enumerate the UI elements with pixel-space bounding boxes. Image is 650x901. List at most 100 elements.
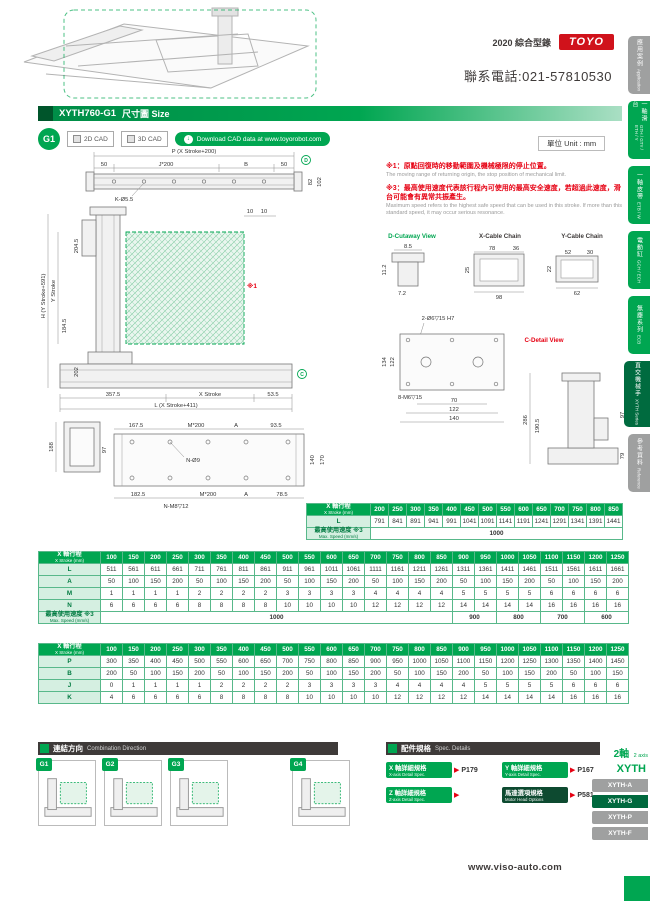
value-cell: 50 bbox=[100, 575, 123, 588]
bottom-view: 167.5 M*200 A 93.5 N-Ø9 140 170 182.5 M*… bbox=[113, 423, 326, 510]
dim-label: 78 bbox=[489, 246, 495, 252]
stroke-column-header: 1200 bbox=[584, 643, 607, 656]
value-cell: 1 bbox=[166, 679, 189, 692]
dim-label: 170 bbox=[320, 455, 326, 465]
series-tab-xyth-p[interactable]: XYTH-P bbox=[592, 811, 648, 824]
value-cell: 200 bbox=[452, 667, 475, 680]
value-cell: 14 bbox=[540, 691, 563, 704]
c-detail-view: 2-Ø6▽15 H7 134 122 8-M6▽15 70 122 140 C-… bbox=[382, 316, 564, 423]
value-cell: 1141 bbox=[496, 515, 515, 528]
value-cell: 200 bbox=[606, 575, 629, 588]
value-cell: 6 bbox=[166, 691, 189, 704]
website-link[interactable]: www.viso-auto.com bbox=[468, 862, 562, 873]
note-1-zh: ※1：原點回復時的移動範圍及機械極限的停止位置。 bbox=[386, 163, 551, 170]
value-cell: 2 bbox=[232, 587, 255, 600]
dim-label: 79 bbox=[620, 453, 626, 459]
value-cell: 900 bbox=[364, 655, 387, 668]
cad-download-button[interactable]: ↓ Download CAD data at www.toyorobot.com bbox=[174, 132, 331, 146]
value-cell: 12 bbox=[386, 599, 409, 612]
stroke-column-header: 850 bbox=[604, 503, 623, 516]
stroke-column-header: 1100 bbox=[540, 551, 563, 564]
value-cell: 1511 bbox=[540, 563, 563, 576]
value-cell: 150 bbox=[232, 575, 255, 588]
value-cell: 200 bbox=[100, 667, 123, 680]
value-cell: 16 bbox=[584, 691, 607, 704]
sidebar-tab-label-zh: 直交機械手 bbox=[633, 362, 640, 398]
stroke-column-header: 800 bbox=[408, 643, 431, 656]
dim-label: L (X Stroke+411) bbox=[154, 403, 197, 409]
combination-option-g4[interactable]: G4 bbox=[290, 758, 350, 826]
stroke-column-header: 850 bbox=[430, 643, 453, 656]
combination-option-g2[interactable]: G2 bbox=[102, 758, 162, 826]
value-cell: 911 bbox=[276, 563, 299, 576]
catalog-edition: 2020 綜合型錄 bbox=[492, 37, 552, 48]
row-label: L bbox=[306, 515, 371, 528]
value-cell: 1350 bbox=[562, 655, 585, 668]
value-cell: 4 bbox=[100, 691, 123, 704]
combination-option-g3[interactable]: G3 bbox=[168, 758, 228, 826]
cad-3d-button[interactable]: 3D CAD bbox=[120, 131, 168, 147]
row-label: N bbox=[38, 599, 101, 612]
series-tab-xyth-f[interactable]: XYTH-F bbox=[592, 827, 648, 840]
row-label: M bbox=[38, 587, 101, 600]
value-cell: 50 bbox=[210, 667, 233, 680]
row-label: P bbox=[38, 655, 101, 668]
spec-label-en: X-axis Detail Spec. bbox=[389, 772, 426, 777]
value-cell: 511 bbox=[100, 563, 123, 576]
max-speed-value: 900 bbox=[452, 611, 497, 624]
row-label: A bbox=[38, 575, 101, 588]
value-cell: 50 bbox=[276, 575, 299, 588]
dim-label: X Stroke bbox=[199, 392, 221, 398]
max-speed-value: 700 bbox=[540, 611, 585, 624]
stroke-column-header: 150 bbox=[122, 643, 145, 656]
value-cell: 1661 bbox=[606, 563, 629, 576]
series-tab-xyth-a[interactable]: XYTH-A bbox=[592, 779, 648, 792]
stroke-column-header: 550 bbox=[298, 551, 321, 564]
x-cable-chain-view: X-Cable Chain 78 36 25 98 bbox=[465, 233, 525, 301]
label-zh: X 軸行程 bbox=[326, 503, 351, 510]
stroke-column-header: 1250 bbox=[606, 551, 629, 564]
dim-label: 10 bbox=[261, 209, 267, 215]
value-cell: 791 bbox=[370, 515, 389, 528]
value-cell: 100 bbox=[144, 667, 167, 680]
cad-2d-button[interactable]: 2D CAD bbox=[67, 131, 114, 147]
stroke-column-header: 1250 bbox=[606, 643, 629, 656]
value-cell: 16 bbox=[562, 691, 585, 704]
stroke-column-header: 700 bbox=[364, 551, 387, 564]
value-cell: 3 bbox=[342, 679, 365, 692]
stroke-column-header: 1050 bbox=[518, 551, 541, 564]
stroke-column-header: 900 bbox=[452, 551, 475, 564]
combination-option-g1[interactable]: G1 bbox=[36, 758, 96, 826]
value-cell: 4 bbox=[386, 587, 409, 600]
value-cell: 350 bbox=[122, 655, 145, 668]
stroke-column-header: 300 bbox=[188, 643, 211, 656]
moving-range-area bbox=[125, 231, 245, 345]
label-en: X Stroke (mm) bbox=[54, 557, 84, 563]
y-cable-chain-view: Y-Cable Chain 52 30 22 62 bbox=[547, 233, 603, 297]
stroke-column-header: 850 bbox=[430, 551, 453, 564]
series-tab-xyth-g[interactable]: XYTH-G bbox=[592, 795, 648, 808]
value-cell: 8 bbox=[232, 599, 255, 612]
value-cell: 12 bbox=[452, 691, 475, 704]
value-cell: 2 bbox=[254, 587, 277, 600]
arrow-icon: ▶ bbox=[454, 766, 460, 774]
value-cell: 8 bbox=[276, 691, 299, 704]
stroke-column-header: 350 bbox=[424, 503, 443, 516]
value-cell: 50 bbox=[452, 575, 475, 588]
value-cell: 4 bbox=[386, 679, 409, 692]
value-cell: 4 bbox=[430, 679, 453, 692]
value-cell: 8 bbox=[210, 599, 233, 612]
